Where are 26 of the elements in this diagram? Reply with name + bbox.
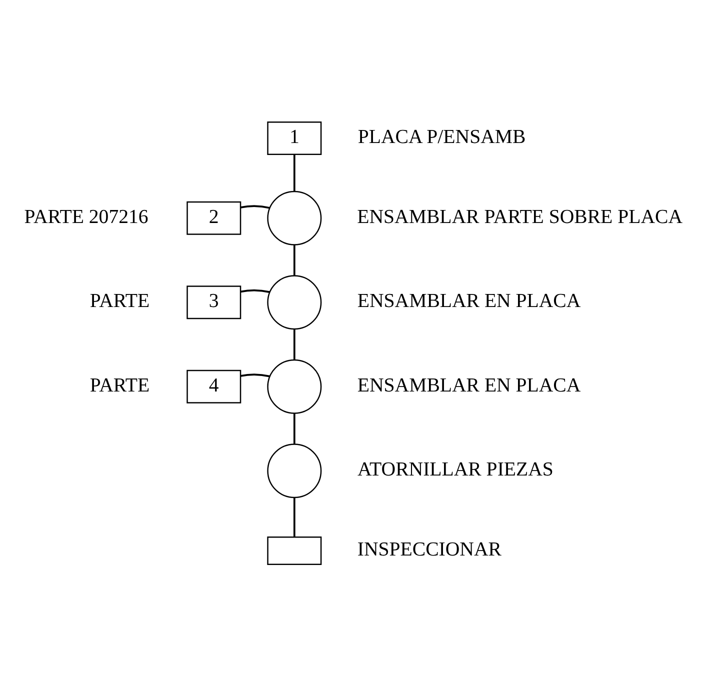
connector [293, 497, 296, 537]
connector [293, 328, 296, 360]
node-box: 1 [267, 121, 322, 154]
connector [240, 288, 270, 292]
node-label: PARTE [90, 374, 150, 396]
node-box [267, 536, 322, 564]
node-circle [267, 443, 322, 498]
node-label: PARTE 207216 [24, 205, 148, 228]
connector [293, 154, 296, 191]
node-label: ENSAMBLAR PARTE SOBRE PLACA [357, 205, 683, 228]
connector [293, 244, 296, 275]
connector [293, 412, 296, 444]
node-box: 4 [186, 369, 242, 403]
node-label: PLACA P/ENSAMB [358, 125, 526, 148]
node-circle [267, 274, 322, 330]
node-label: ENSAMBLAR EN PLACA [357, 374, 581, 396]
connector [240, 204, 270, 208]
node-box: 3 [186, 285, 242, 319]
node-circle [267, 358, 322, 414]
node-label: ATORNILLAR PIEZAS [357, 458, 554, 480]
node-box: 2 [186, 200, 242, 234]
connector [240, 373, 270, 377]
node-label: PARTE [90, 290, 150, 312]
node-label: ENSAMBLAR EN PLACA [357, 290, 581, 312]
node-circle [267, 190, 322, 245]
node-label: INSPECCIONAR [357, 538, 502, 560]
